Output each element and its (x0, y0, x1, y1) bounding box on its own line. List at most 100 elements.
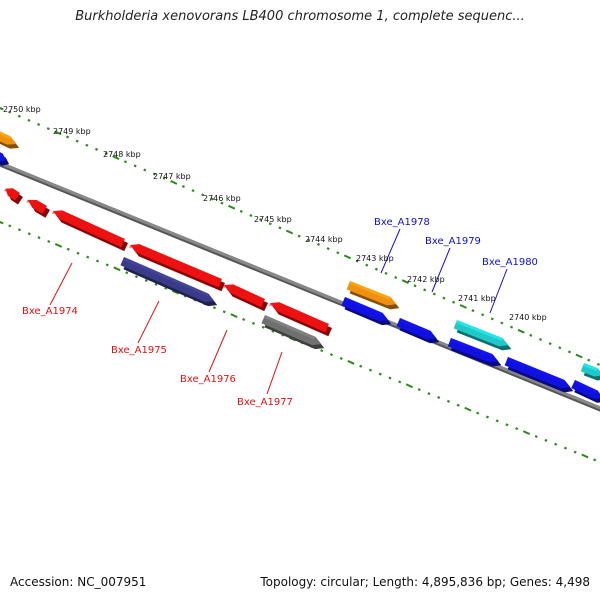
tick-mark (573, 450, 577, 454)
tick-mark (505, 423, 509, 427)
gene-red-small-2 (26, 199, 50, 218)
gene-bxe-a1974-body (53, 210, 125, 248)
tick-mark (27, 118, 31, 122)
tick-mark (54, 130, 62, 136)
gene-gray (261, 315, 325, 350)
tick-mark (85, 143, 89, 147)
tick-mark (459, 304, 467, 309)
tick-mark (355, 259, 359, 263)
tick-mark (75, 139, 79, 143)
tick-mark (112, 155, 120, 160)
tick-mark (125, 271, 129, 275)
ruler-label: 2748 kbp (103, 150, 141, 159)
leader-bxe-a1978 (380, 228, 401, 274)
gene-bxe-a1980 (453, 320, 512, 351)
tick-mark (452, 300, 456, 304)
tick-mark (378, 372, 382, 376)
tick-mark (144, 278, 148, 282)
tick-mark (94, 147, 99, 151)
tick-mark (593, 458, 597, 462)
leader-bxe-a1974 (49, 262, 73, 306)
gene-cyan-edge-highlight (582, 363, 598, 371)
gene-bxe-a1977 (268, 302, 332, 337)
leader-bxe-a1977 (266, 351, 283, 395)
tick-mark (76, 251, 80, 255)
tick-mark (239, 209, 243, 213)
tick-mark (538, 338, 543, 342)
ruler-label: 2743 kbp (356, 254, 394, 263)
tick-mark (368, 368, 373, 372)
gene-label-bxe-a1974[interactable]: Bxe_A1974 (22, 306, 78, 317)
tick-mark (242, 317, 246, 321)
gene-purple (120, 257, 218, 307)
tick-mark (66, 247, 70, 251)
gene-features (0, 131, 600, 403)
map-title: Burkholderia xenovorans LB400 chromosome… (75, 9, 525, 24)
tick-mark (152, 172, 156, 176)
leader-bxe-a1980 (489, 268, 508, 314)
tick-mark (17, 114, 21, 118)
tick-mark (54, 243, 63, 248)
tick-mark (509, 325, 514, 329)
tick-mark (46, 127, 50, 131)
tick-mark (432, 292, 436, 296)
tick-mark (27, 232, 31, 236)
ruler-label: 2749 kbp (53, 127, 91, 136)
gene-bxe-a1976-body (224, 284, 265, 308)
gene-bxe-a1978 (346, 281, 400, 310)
tick-mark (476, 411, 480, 415)
gene-bxe-a1975-highlight (129, 244, 140, 248)
gene-bxe-a1974 (51, 210, 128, 252)
gene-blue-c (447, 338, 502, 367)
tick-mark (522, 430, 531, 435)
gene-blue-a-highlight (343, 297, 383, 316)
tick-mark (575, 353, 583, 359)
gene-bxe-a1976-highlight (222, 284, 234, 288)
tick-mark (500, 321, 504, 325)
tick-mark (8, 224, 12, 228)
gene-red-small-1-body (5, 188, 20, 201)
tick-mark (133, 164, 137, 168)
gene-label-bxe-a1976[interactable]: Bxe_A1976 (180, 374, 236, 385)
gene-blue-edge (0, 152, 10, 166)
tick-mark (417, 388, 421, 392)
tick-mark (228, 204, 236, 210)
gene-label-bxe-a1979[interactable]: Bxe_A1979 (425, 236, 481, 247)
tick-mark (143, 168, 147, 172)
leader-bxe-a1975 (137, 300, 160, 344)
gene-blue-c-highlight (449, 338, 493, 357)
gene-label-bxe-a1975[interactable]: Bxe_A1975 (111, 345, 167, 356)
gene-purple-highlight (122, 257, 209, 297)
gene-orange-edge-highlight (0, 131, 11, 140)
tick-mark (66, 135, 70, 139)
tick-mark (359, 364, 363, 368)
gene-blue-d-highlight (506, 357, 565, 383)
tick-mark (191, 189, 195, 193)
tick-mark (427, 392, 431, 396)
tick-mark (37, 123, 41, 127)
tick-mark (413, 284, 417, 288)
tick-mark (329, 353, 334, 357)
gene-orange-edge (0, 131, 20, 149)
gene-label-bxe-a1980[interactable]: Bxe_A1980 (482, 257, 538, 268)
gene-blue-d (504, 357, 574, 393)
gene-blue-e (571, 380, 600, 403)
tick-mark (343, 254, 352, 260)
gene-label-bxe-a1977[interactable]: Bxe_A1977 (237, 397, 293, 408)
genome-summary-text: Topology: circular; Length: 4,895,836 bp… (260, 575, 590, 589)
tick-mark (347, 360, 355, 365)
tick-mark (596, 362, 600, 366)
gene-blue-a (341, 297, 392, 326)
gene-label-bxe-a1978[interactable]: Bxe_A1978 (374, 217, 430, 228)
tick-mark (307, 238, 311, 242)
leader-bxe-a1976 (208, 329, 228, 373)
ruler-label: 2740 kbp (509, 313, 547, 322)
tick-mark (212, 306, 217, 310)
ruler-label: 2750 kbp (3, 105, 41, 114)
tick-mark (423, 288, 427, 292)
gene-gray-highlight (263, 315, 316, 340)
tick-mark (456, 403, 460, 407)
tick-mark (529, 333, 533, 337)
tick-mark (563, 446, 567, 450)
tick-mark (47, 239, 51, 243)
